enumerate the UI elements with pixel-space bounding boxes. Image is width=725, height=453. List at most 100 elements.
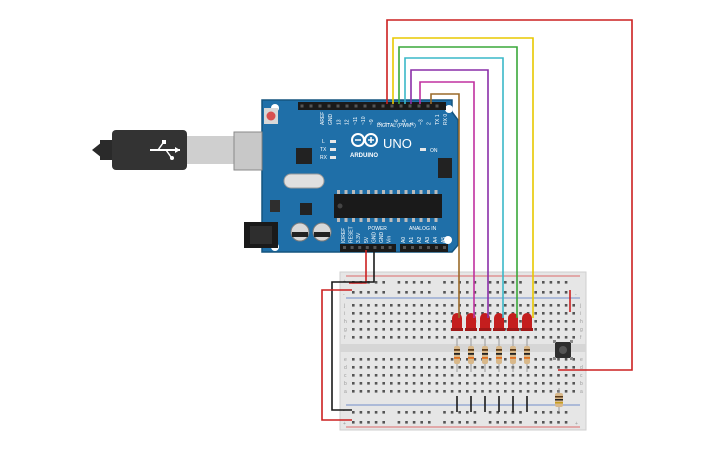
row-letter: d [344,365,347,371]
capacitor [290,222,310,242]
wires [321,19,633,421]
digital-pin-label: AREF [320,112,326,125]
row-letter: f [344,335,346,341]
usb-jack [233,131,263,171]
row-letter: d [580,365,583,371]
digital-pin-label: RX 0 [443,114,449,125]
row-letter: h [344,319,347,325]
row-letter: e [580,357,583,363]
rail-minus-top-right: - [575,292,577,298]
power-pin-label: 3.3V [356,232,362,243]
analog-pin-label: A3 [425,237,431,243]
digital-pin-label: 12 [345,119,351,125]
arduino-logo-icon [351,133,378,147]
l-label: L [322,139,325,145]
wire-magenta [419,81,475,318]
capacitor [312,222,332,242]
digital-pin-label: 13 [336,119,342,125]
power-pin-label: 5V [364,236,370,243]
digital-pin-label: ~3 [418,119,424,125]
microcontroller-chip [334,194,442,218]
digital-pin-label: ~5 [402,119,408,125]
digital-pin-label: ~10 [361,116,367,125]
analog-pin-label: A1 [409,237,415,243]
rail-plus-bottom-right: + [575,421,578,427]
digital-pin-label: 7 [386,122,392,125]
wire-red-button [386,19,633,371]
wire-rail-plus [321,289,352,421]
red-led [451,313,463,331]
wire-brown [430,93,460,318]
rail-minus-bottom: - [343,408,345,414]
digital-pin-label: ~9 [369,119,375,125]
usb-icon [150,140,180,160]
pulldown-resistor [555,388,563,412]
reset-button[interactable] [264,108,278,124]
analog-header [400,244,448,252]
row-letter: j [343,303,345,309]
digital-pin-label: 2 [427,122,433,125]
board-model: UNO [383,136,412,151]
digital-pin-label: TX 1 [435,114,441,125]
red-led [521,313,533,331]
wire-yellow [392,37,534,318]
rail-plus-bottom: + [343,421,346,427]
analog-pin-label: A4 [433,237,439,243]
digital-pin-label: GND [328,114,334,126]
row-letter: b [580,381,583,387]
tx-label: TX [320,147,327,153]
resistor [482,338,488,372]
wire-5v [349,250,367,284]
resistor [524,338,530,372]
digital-pin-label: ~6 [394,119,400,125]
row-letter: g [580,327,583,333]
red-led [507,313,519,331]
row-letter: c [580,373,583,379]
row-letter: j [579,303,581,309]
digital-pin-label: ~11 [353,117,359,125]
resistor [454,338,460,372]
wire-cyan [404,57,504,318]
digital-header-label: DIGITAL (PWM~) [377,123,416,129]
digital-pin-label: 4 [410,122,416,125]
power-pin-label: GND [371,232,377,244]
resistor [510,338,516,372]
arduino-uno-board: L TX RX ON ARDUINO UNO DIGITAL (PWM~) PO… [233,99,459,253]
arduino-logo-text: ARDUINO [350,153,378,159]
row-letter: f [580,335,582,341]
row-letter: c [344,373,347,379]
wire-gnd [331,250,375,411]
red-led [479,313,491,331]
row-letter: b [344,381,347,387]
wire-green [398,46,518,318]
red-led [465,313,477,331]
pushbutton[interactable] [553,340,573,360]
row-letter: a [344,389,347,395]
row-letter: i [344,311,345,317]
row-letter: g [344,327,347,333]
row-letter: i [580,311,581,317]
resistor [468,338,474,372]
power-pin-label: Vin [387,236,393,243]
usb-cable [92,130,258,170]
rx-label: RX [320,155,328,161]
wire-purple [410,69,489,318]
resistor [496,338,502,372]
red-led [493,313,505,331]
digital-pin-label: 8 [377,122,383,125]
analog-pin-label: A0 [401,237,407,243]
row-letter: h [580,319,583,325]
power-pin-label: IOREF [341,228,347,243]
rail-minus-top: - [343,292,345,298]
analog-pin-label: A2 [417,237,423,243]
on-label: ON [430,148,438,154]
digital-header [298,102,446,110]
power-pin-label: RESET [349,226,355,243]
power-header-label: POWER [368,226,387,232]
row-letter: e [344,357,347,363]
power-pin-label: GND [379,232,385,244]
analog-pin-label: A5 [441,237,447,243]
row-letter: a [580,389,583,395]
